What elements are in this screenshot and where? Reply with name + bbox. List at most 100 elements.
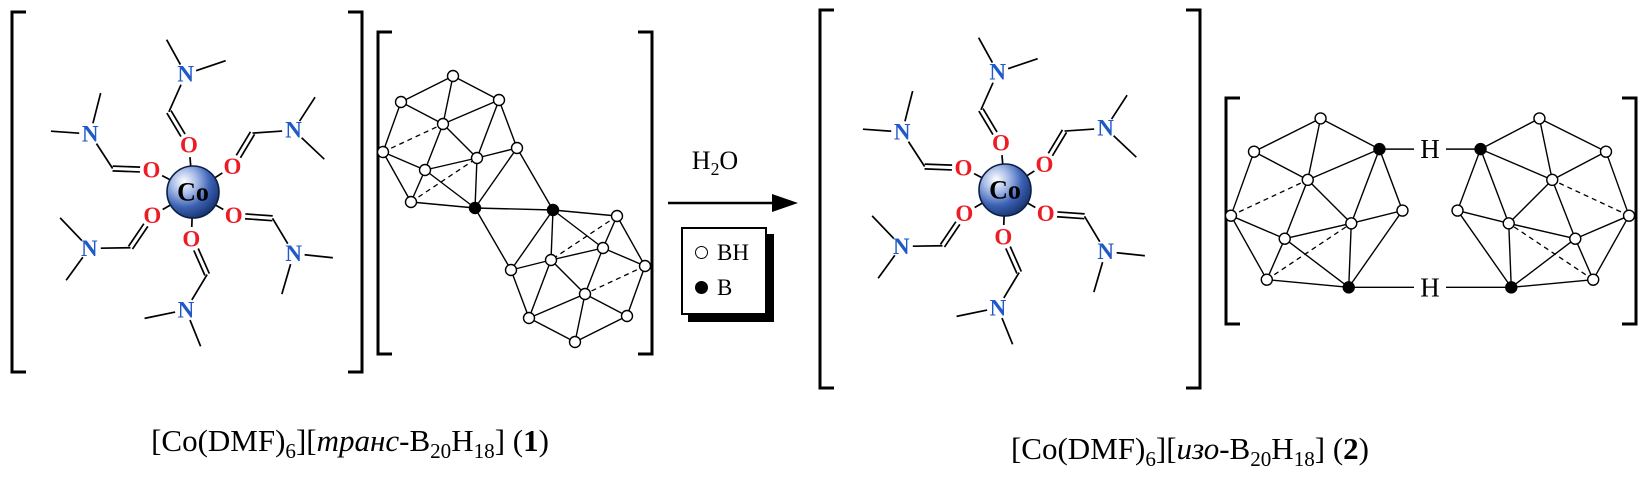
iso-b20h18-cluster: HH (1224, 112, 1636, 302)
bond-line (956, 309, 988, 318)
bond-line (1266, 278, 1349, 289)
bracket-trans-right (638, 30, 654, 356)
oxygen-label: O (180, 133, 198, 158)
bond-line (1026, 170, 1035, 177)
bh-vertex (1502, 217, 1515, 230)
bond-line (1551, 151, 1607, 181)
bh-vertex (620, 309, 634, 323)
bh-vertex (1247, 145, 1261, 158)
bond-line (382, 151, 412, 203)
bh-vertex (394, 95, 408, 109)
dmf-ligand: ON (59, 203, 171, 281)
bond-line (550, 215, 618, 261)
bond-line (1116, 251, 1145, 257)
b10-cage-left (1224, 112, 1409, 294)
boron-vertex (1505, 281, 1518, 294)
bond-line (474, 207, 554, 211)
nitrogen-label: N (1097, 239, 1114, 264)
bond-line (424, 169, 476, 209)
bond-line (1005, 248, 1018, 274)
bond-line (301, 137, 325, 160)
bond-line (510, 259, 552, 271)
dmf-ligand: ON (50, 92, 171, 182)
bond-line (973, 172, 983, 179)
bond-line (191, 274, 208, 301)
bh-vertex (1533, 112, 1546, 125)
bond-line (1456, 148, 1482, 211)
oxygen-label: O (143, 203, 161, 228)
bond-line (1230, 215, 1285, 240)
bond-line (907, 141, 926, 167)
boron-vertex (468, 201, 482, 215)
bond-line (1093, 261, 1104, 293)
bond-line (189, 157, 192, 166)
bond-line (904, 90, 914, 122)
bond-line (510, 209, 554, 271)
boron-vertex (1342, 281, 1355, 294)
bond-line (410, 201, 476, 209)
bond-line (943, 223, 961, 248)
filled-circle-icon (695, 281, 708, 294)
bracket-complex2-left (818, 8, 834, 390)
bond-line (235, 131, 252, 156)
bond-line (1284, 238, 1350, 288)
bond-line (244, 217, 273, 222)
bond-line (1320, 117, 1380, 150)
dmf-ligand: ON (956, 216, 1023, 345)
bh-vertex (1569, 232, 1582, 245)
oxygen-label: O (182, 226, 200, 251)
cobalt-label: Co (989, 176, 1021, 205)
bond-line (1253, 117, 1321, 153)
bond-line (442, 99, 500, 125)
bond-line (474, 157, 478, 209)
bond-line (552, 209, 604, 249)
bond-line (626, 265, 646, 317)
dmf-ligand: ON (1026, 94, 1137, 177)
oxygen-label: O (1035, 152, 1053, 177)
legend-label-bh: BH (717, 240, 749, 265)
bond-line (1480, 117, 1540, 150)
bh-vertex (492, 93, 506, 107)
bond-line (400, 101, 444, 125)
bond-line (442, 75, 454, 125)
bond-line (1574, 238, 1594, 280)
bond-line (1456, 210, 1512, 288)
bh-vertex (1278, 232, 1291, 245)
bracket-iso-right (1622, 96, 1638, 326)
bond-line (939, 221, 957, 245)
bond-line (1051, 131, 1068, 157)
bond-line (877, 254, 896, 279)
bond-line (424, 123, 444, 171)
bond-line (1253, 151, 1309, 181)
bond-line (452, 75, 500, 101)
bond-line (382, 151, 426, 171)
bond-line (1307, 179, 1352, 224)
nitrogen-label: N (82, 121, 99, 146)
bh-vertex (418, 163, 432, 177)
bh-vertex (1586, 273, 1600, 286)
bh-vertex (376, 145, 390, 159)
cobalt-label: Co (177, 178, 209, 207)
bond-line (197, 248, 211, 274)
bond-line (528, 317, 576, 343)
oxygen-label: O (223, 154, 241, 179)
bh-vertex (510, 141, 524, 155)
bond-line (1351, 209, 1403, 225)
oxygen-label: O (994, 224, 1012, 249)
bond-line (1047, 129, 1064, 154)
legend-item-bh: BH (695, 241, 749, 264)
cobalt-sphere (166, 165, 220, 219)
bracket-trans-left (376, 30, 392, 356)
bond-line (162, 204, 171, 211)
bond-line (1508, 222, 1576, 240)
dmf-ligand: ON (215, 203, 333, 295)
bond-line (1575, 215, 1630, 240)
bond-line (1348, 223, 1352, 288)
bond-line (1307, 148, 1380, 181)
dmf-ligand: ON (1027, 201, 1145, 293)
bond-line (161, 174, 171, 181)
legend-box: BH B (681, 227, 767, 315)
bond-line (1001, 317, 1014, 345)
bond-line (584, 265, 646, 295)
